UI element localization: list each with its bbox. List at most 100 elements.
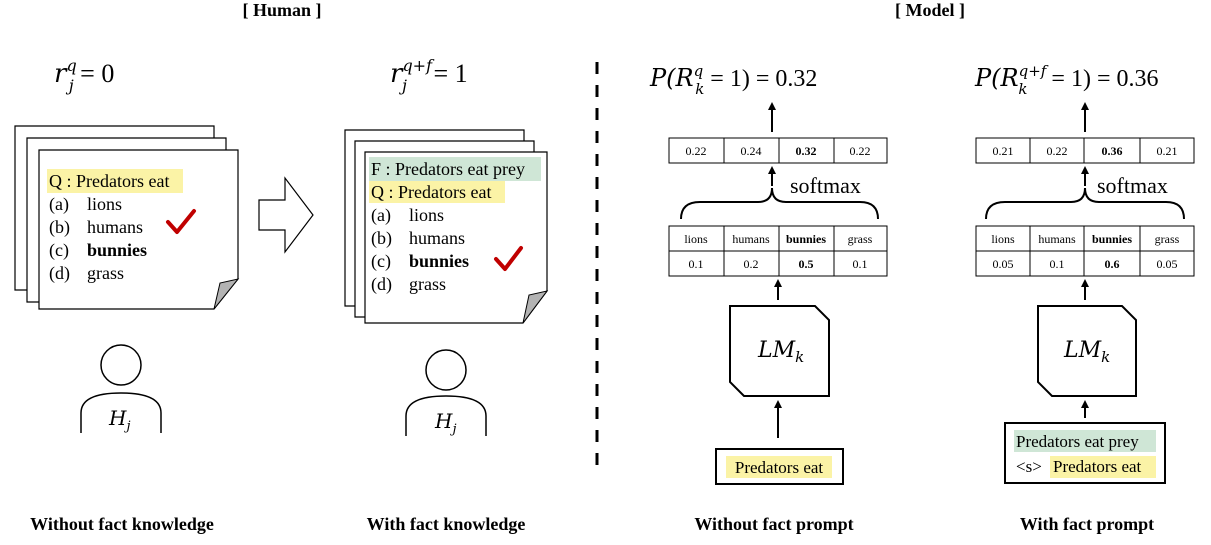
person-label: Hj (108, 406, 130, 434)
caption: With fact knowledge (367, 514, 526, 534)
option-a-letter: (a) (49, 194, 69, 215)
softmax-value: 0.21 (993, 144, 1014, 158)
prompt-start-token: <s> (1016, 457, 1042, 476)
token-label: lions (684, 232, 708, 246)
question-text: Q : Predators eat (49, 171, 169, 191)
fact-highlight (369, 157, 541, 181)
caption: Without fact prompt (694, 514, 853, 534)
prompt-question-highlight (1050, 456, 1156, 478)
section-header-model: [ Model ] (895, 0, 965, 20)
prompt-fact-text: Predators eat prey (1016, 432, 1139, 451)
option-a-text: lions (409, 205, 444, 225)
logit-value: 0.1 (689, 257, 704, 271)
softmax-value: 0.22 (850, 144, 871, 158)
option-b-letter: (b) (49, 217, 70, 238)
softmax-cell (975, 137, 1031, 164)
softmax-cell (668, 137, 725, 164)
language-model-box (729, 305, 830, 397)
logit-value: 0.2 (744, 257, 759, 271)
softmax-value: 0.32 (796, 144, 817, 158)
token-cell (833, 225, 888, 252)
logit-cell (1083, 250, 1141, 277)
option-d-text: grass (409, 274, 446, 294)
softmax-value: 0.36 (1102, 144, 1123, 158)
caption: With fact prompt (1020, 514, 1154, 534)
option-c-text: bunnies (87, 240, 147, 260)
softmax-cell (833, 137, 888, 164)
logit-value: 0.05 (993, 257, 1014, 271)
token-label: humans (1038, 232, 1076, 246)
option-d-text: grass (87, 263, 124, 283)
softmax-cell (1083, 137, 1141, 164)
prompt-fact-highlight (1014, 430, 1156, 452)
token-label: bunnies (1092, 232, 1132, 246)
softmax-cell (723, 137, 780, 164)
token-label: grass (848, 232, 873, 246)
option-c-text: bunnies (409, 251, 469, 271)
softmax-brace (680, 187, 879, 220)
prompt-question-text: Predators eat (1053, 457, 1142, 476)
token-cell (723, 225, 780, 252)
person-label: Hj (434, 409, 456, 437)
logit-cell (833, 250, 888, 277)
checkmark-icon (494, 246, 523, 271)
softmax-label: softmax (1097, 173, 1168, 198)
person-head-icon (100, 344, 142, 386)
person-head-icon (425, 349, 467, 391)
softmax-value: 0.22 (686, 144, 707, 158)
section-header-human: [ Human ] (242, 0, 321, 20)
option-a-text: lions (87, 194, 122, 214)
checkmark-icon (166, 209, 196, 234)
lm-label: LMk (1063, 338, 1110, 366)
language-model-box (1037, 305, 1137, 397)
prompt-question-highlight (726, 456, 832, 478)
logit-value: 0.1 (853, 257, 868, 271)
option-c-letter: (c) (49, 240, 69, 261)
lm-label: LMk (757, 338, 804, 366)
option-d-letter: (d) (49, 263, 70, 284)
logit-value: 0.5 (799, 257, 814, 271)
softmax-cell (1029, 137, 1085, 164)
person-body-icon (405, 395, 487, 436)
logit-cell (668, 250, 725, 277)
token-label: lions (991, 232, 1015, 246)
option-b-letter: (b) (371, 228, 392, 249)
prompt-text: Predators eat (735, 458, 824, 477)
logit-value: 0.6 (1105, 257, 1120, 271)
option-c-letter: (c) (371, 251, 391, 272)
option-b-text: humans (87, 217, 143, 237)
question-text: Q : Predators eat (371, 182, 491, 202)
option-b-text: humans (409, 228, 465, 248)
logit-cell (1139, 250, 1195, 277)
page-fold (522, 290, 549, 324)
token-cell (975, 225, 1031, 252)
logit-cell (778, 250, 835, 277)
question-highlight (369, 181, 505, 203)
transition-arrow-icon (258, 176, 314, 254)
softmax-brace (985, 187, 1185, 220)
softmax-value: 0.21 (1157, 144, 1178, 158)
token-label: bunnies (786, 232, 826, 246)
question-highlight (47, 169, 183, 193)
softmax-cell (778, 137, 835, 164)
softmax-value: 0.22 (1047, 144, 1068, 158)
person-body-icon (80, 392, 162, 433)
fact-text: F : Predators eat prey (371, 159, 525, 179)
logit-value: 0.1 (1050, 257, 1065, 271)
softmax-value: 0.24 (741, 144, 762, 158)
caption: Without fact knowledge (30, 514, 214, 534)
token-cell (1139, 225, 1195, 252)
token-label: grass (1155, 232, 1180, 246)
page-fold (213, 278, 240, 310)
logit-cell (1029, 250, 1085, 277)
token-label: humans (732, 232, 770, 246)
softmax-cell (1139, 137, 1195, 164)
